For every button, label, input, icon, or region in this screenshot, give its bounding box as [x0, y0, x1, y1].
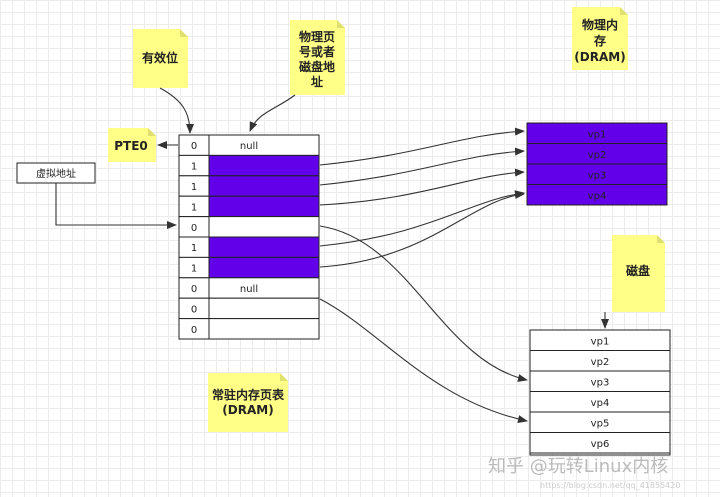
pte1-to-dram-arrow [319, 127, 525, 166]
page-table-frame [178, 134, 320, 340]
ppn-line-1: 物理页 [299, 29, 335, 44]
pte8-to-disk-arrow [319, 298, 528, 423]
valid-bit-value: 1 [191, 202, 197, 213]
pte6-to-dram-arrow [319, 191, 525, 268]
pte5-to-dram-arrow [319, 190, 525, 247]
dram-page-label: vp2 [588, 150, 607, 161]
resident-table-line-2: (DRAM) [222, 403, 273, 417]
disk-page-label: vp5 [591, 418, 610, 429]
watermark-text: 知乎 @玩转Linux内核 [488, 456, 668, 477]
physical-memory-line-2: 存 [593, 33, 606, 48]
valid-bit-note: 有效位 [133, 29, 188, 88]
ppn-line-3: 磁盘地 [298, 59, 335, 74]
disk-label: 磁盘 [625, 263, 650, 278]
pte3-to-dram-arrow [319, 168, 525, 206]
mapped-entry-cell [208, 236, 320, 258]
valid-bit-value: 0 [191, 284, 197, 295]
mapped-entry-cell [208, 154, 320, 177]
physical-memory-line-3: (DRAM) [574, 50, 625, 64]
dram-page-label: vp3 [588, 170, 607, 181]
mapped-entry-cell [208, 175, 320, 197]
entry-value: null [240, 284, 258, 295]
ppn-or-disk-note: 物理页 号或者 磁盘地 址 [290, 20, 345, 95]
dram-page [526, 184, 668, 206]
valid-bit-value: 0 [191, 325, 197, 336]
pte0-note: PTE0 [108, 128, 156, 162]
valid-bit-label: 有效位 [142, 50, 178, 65]
disk-page-label: vp3 [591, 377, 610, 388]
pte2-to-dram-arrow [319, 147, 525, 186]
valid-bit-value: 0 [191, 223, 197, 234]
entry-cell [208, 318, 320, 340]
disk-frame [529, 329, 671, 456]
dram-page-label: vp1 [588, 129, 607, 140]
arrows [55, 87, 609, 423]
mapped-entry-cell [208, 195, 320, 218]
disk-note: 磁盘 [612, 235, 665, 312]
disk-page-label: vp2 [591, 357, 610, 368]
pte4-to-disk-arrow [319, 225, 528, 382]
entry-cell [208, 216, 320, 238]
virtual-address-box: 虚拟地址 [16, 162, 96, 184]
entry-cell [208, 277, 320, 299]
ppn-line-2: 号或者 [299, 44, 335, 59]
virtual-address-arrow [55, 183, 177, 229]
mapped-entry-cell [208, 256, 320, 279]
resident-table-note: 常驻内存页表 (DRAM) [208, 373, 288, 432]
valid-bit-value: 1 [191, 182, 197, 193]
virtual-address-label: 虚拟地址 [36, 167, 76, 180]
page-table: 0 null 1 1 1 0 1 1 0 null 0 0 [178, 134, 320, 340]
watermark-url: https://blog.csdn.net/qq_41855420 [540, 481, 680, 490]
valid-bit-value: 1 [191, 264, 197, 275]
pte0-label: PTE0 [114, 139, 148, 153]
entry-value: null [240, 141, 258, 152]
ppn-line-4: 址 [311, 74, 323, 89]
valid-bit-value: 0 [191, 304, 197, 315]
entry-cell [208, 297, 320, 320]
resident-table-line-1: 常驻内存页表 [212, 387, 285, 402]
valid-bit-value: 0 [191, 141, 197, 152]
valid-bit-value: 1 [191, 162, 197, 173]
dram-pages: vp1 vp2 vp3 vp4 [526, 122, 668, 206]
disk-page-label: vp1 [591, 336, 610, 347]
physical-memory-line-1: 物理内 [582, 17, 618, 32]
dram-page-label: vp4 [588, 191, 607, 202]
disk-page-label: vp4 [591, 398, 610, 409]
entry-cell [208, 134, 320, 156]
watermark: 知乎 @玩转Linux内核 https://blog.csdn.net/qq_4… [488, 456, 680, 490]
valid-bit-arrow [159, 87, 194, 134]
disk-page-label: vp6 [591, 439, 610, 450]
disk-pages: vp1 vp2 vp3 vp4 vp5 vp6 [529, 329, 671, 456]
ppn-arrow [249, 94, 296, 132]
physical-memory-note: 物理内 存 (DRAM) [572, 7, 628, 70]
valid-bit-value: 1 [191, 243, 197, 254]
